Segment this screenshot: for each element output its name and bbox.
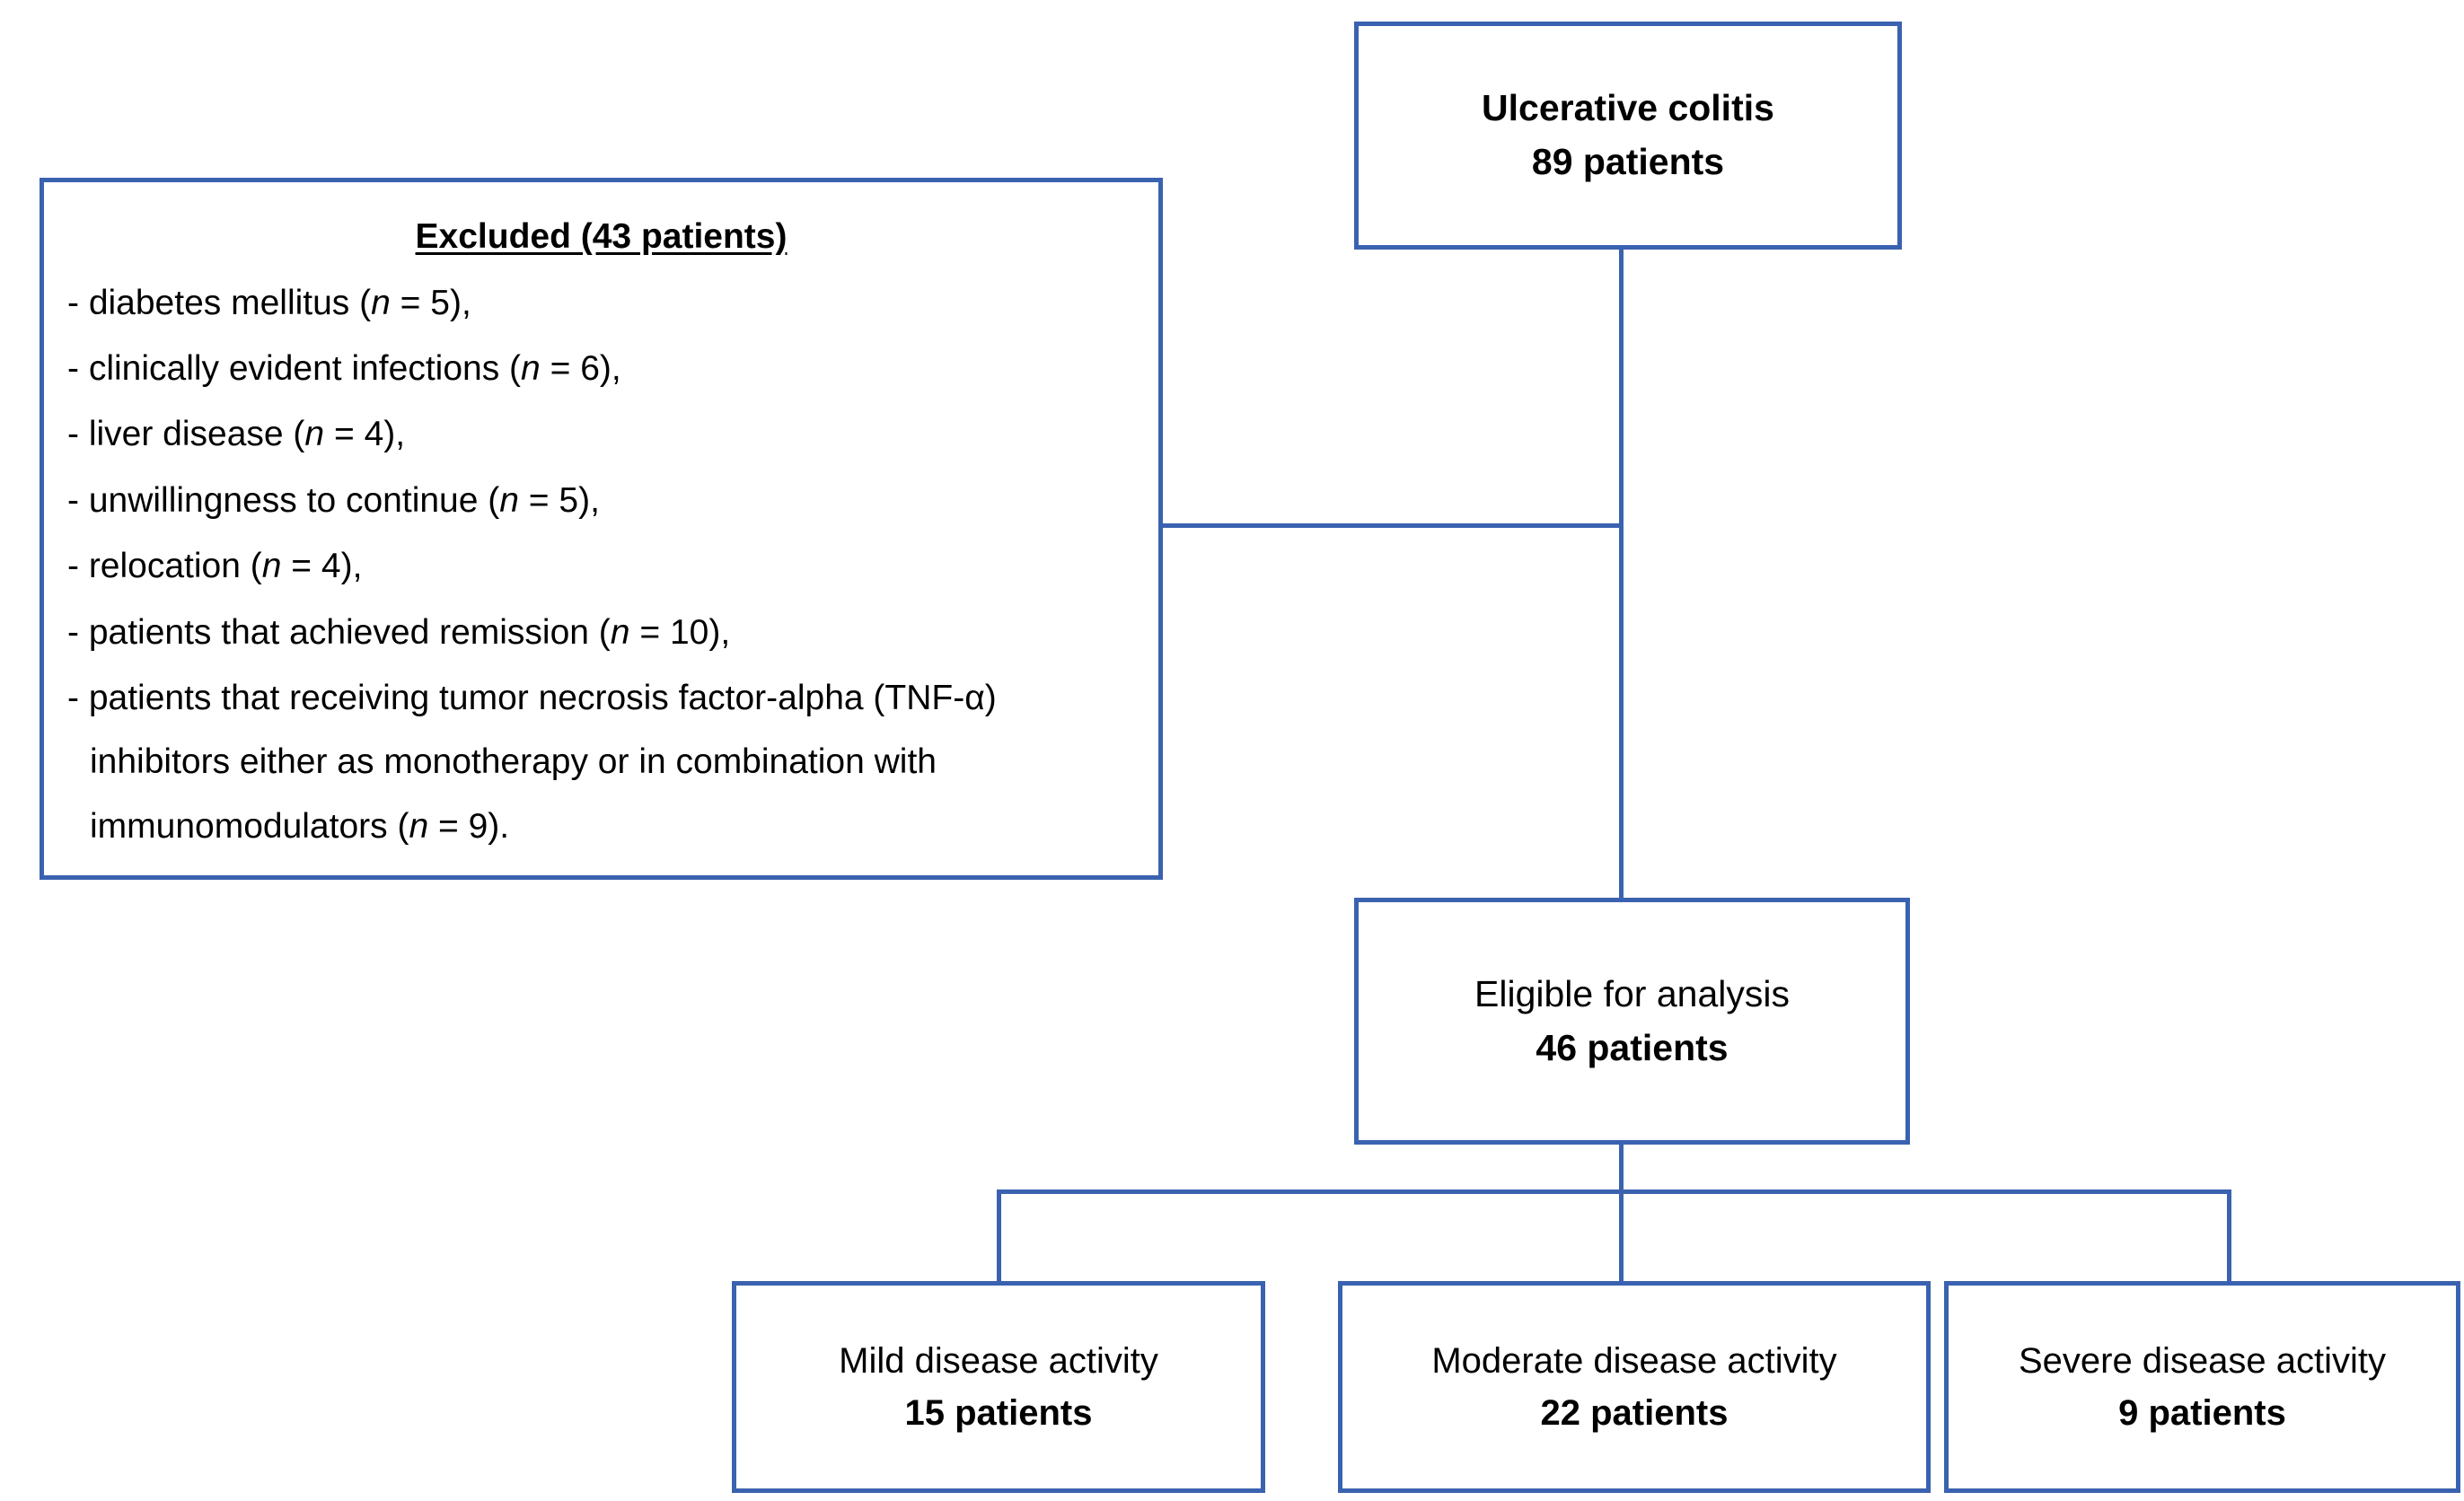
n-variable: n (409, 806, 429, 846)
connector-leg-severe (2227, 1189, 2231, 1281)
excluded-item-tnf-cont: inhibitors either as monotherapy or in c… (90, 742, 937, 782)
n-variable: n (521, 349, 541, 389)
node-title: Ulcerative colitis (1482, 87, 1774, 129)
node-count: 15 patients (904, 1393, 1093, 1433)
excluded-item-tnf: - patients that receiving tumor necrosis… (67, 673, 1135, 851)
node-moderate-disease-activity: Moderate disease activity 22 patients (1338, 1281, 1931, 1493)
n-variable: n (499, 480, 519, 520)
connector-split-bar (997, 1189, 2231, 1194)
excluded-item-tnf-cont2: immunomodulators (n = 9). (90, 806, 510, 846)
excluded-item: - patients that achieved remission (n = … (67, 612, 731, 652)
n-variable: n (610, 612, 630, 652)
node-count: 9 patients (2118, 1393, 2286, 1433)
excluded-item: - relocation (n = 4), (67, 547, 363, 586)
node-count: 89 patients (1531, 141, 1725, 182)
connector-leg-mild (997, 1189, 1001, 1281)
excluded-item: - clinically evident infections (n = 6), (67, 349, 621, 389)
n-variable: n (304, 415, 325, 454)
connector-leg-moderate (1619, 1189, 1624, 1281)
node-count: 22 patients (1540, 1393, 1729, 1433)
connector-trunk-top (1619, 250, 1624, 898)
node-title: Severe disease activity (2018, 1340, 2387, 1381)
node-title: Eligible for analysis (1474, 972, 1790, 1014)
node-eligible-for-analysis: Eligible for analysis 46 patients (1354, 898, 1910, 1145)
node-mild-disease-activity: Mild disease activity 15 patients (732, 1281, 1265, 1493)
node-title: Mild disease activity (839, 1340, 1158, 1381)
excluded-item: - unwillingness to continue (n = 5), (67, 480, 600, 520)
node-severe-disease-activity: Severe disease activity 9 patients (1944, 1281, 2460, 1493)
connector-excluded-branch (1160, 523, 1624, 528)
n-variable: n (261, 547, 282, 586)
excluded-item: - liver disease (n = 4), (67, 415, 406, 454)
node-count: 46 patients (1536, 1026, 1729, 1068)
node-title: Moderate disease activity (1431, 1340, 1837, 1381)
node-ulcerative-colitis: Ulcerative colitis 89 patients (1354, 22, 1902, 250)
connector-trunk-eligible (1619, 1145, 1624, 1194)
node-excluded: Excluded (43 patients) - diabetes mellit… (40, 178, 1163, 880)
n-variable: n (371, 283, 391, 322)
excluded-heading: Excluded (43 patients) (415, 217, 788, 256)
excluded-item: - diabetes mellitus (n = 5), (67, 283, 471, 322)
